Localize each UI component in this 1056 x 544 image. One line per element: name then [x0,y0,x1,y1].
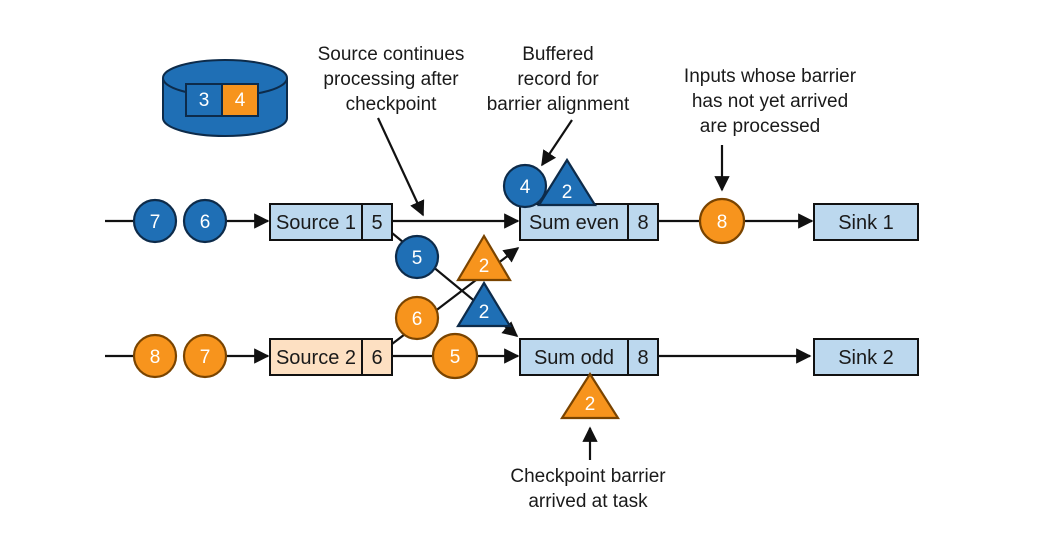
svg-text:record for: record for [517,69,599,90]
svg-text:checkpoint: checkpoint [346,94,438,115]
record-5-blue-crossing: 5 [394,234,440,280]
sum-odd-value: 8 [637,347,648,369]
source1-box: Source 1 5 [269,203,393,241]
source2-value: 6 [371,347,382,369]
svg-text:4: 4 [520,177,531,198]
annotation-arrow-source [377,117,425,217]
barrier-blue-buffered: 2 [537,157,597,207]
record-4-blue-buffered: 4 [502,163,548,209]
svg-text:2: 2 [479,256,490,277]
svg-text:Buffered: Buffered [522,44,593,65]
source2-box: Source 2 6 [269,338,393,376]
source1-value: 5 [371,212,382,234]
record-7-blue-top: 7 [132,198,178,244]
state-value-4 [221,83,259,117]
barrier-blue-crossing: 2 [456,280,512,328]
svg-text:8: 8 [150,347,161,368]
sum-even-value: 8 [637,212,648,234]
svg-text:arrived at task: arrived at task [528,491,648,512]
sum-odd-label: Sum odd [534,347,614,369]
sink2-box: Sink 2 [813,338,919,376]
sum-even-box: Sum even 8 [519,203,659,241]
annotation-source-continues: Source continues processing after checkp… [318,44,465,115]
state-store: 3 4 [162,59,288,137]
svg-text:are processed: are processed [700,116,820,137]
svg-text:2: 2 [585,394,596,415]
svg-text:7: 7 [150,212,161,233]
barrier-orange-crossing: 2 [456,233,512,282]
state-value-3 [185,83,223,117]
svg-text:processing after: processing after [323,69,459,90]
sink1-label: Sink 1 [838,212,894,234]
svg-text:8: 8 [717,212,728,233]
source1-label: Source 1 [276,212,356,234]
svg-text:2: 2 [479,302,490,323]
state-value-3-text: 3 [199,90,210,111]
sink2-label: Sink 2 [838,347,894,369]
svg-text:2: 2 [562,182,573,203]
svg-text:6: 6 [412,309,423,330]
svg-text:barrier alignment: barrier alignment [487,94,630,115]
svg-text:6: 6 [200,212,211,233]
svg-text:7: 7 [200,347,211,368]
record-6-blue-top: 6 [182,198,228,244]
sum-even-label: Sum even [529,212,619,234]
record-6-orange-crossing: 6 [394,295,440,341]
annotation-checkpoint-arrived: Checkpoint barrier arrived at task [510,466,666,512]
record-7-orange-bottom: 7 [182,333,228,379]
sum-odd-box: Sum odd 8 [519,338,659,376]
record-8-orange-bottom: 8 [132,333,178,379]
svg-text:5: 5 [450,347,461,368]
barrier-orange-sumodd: 2 [559,371,621,420]
svg-text:has not yet arrived: has not yet arrived [692,91,848,112]
svg-text:Source continues: Source continues [318,44,465,65]
svg-text:5: 5 [412,248,423,269]
svg-text:Inputs whose barrier: Inputs whose barrier [684,66,857,87]
record-8-orange-to-sink1: 8 [698,197,746,245]
sink1-box: Sink 1 [813,203,919,241]
annotation-arrow-buffered [541,119,573,167]
svg-text:Checkpoint barrier: Checkpoint barrier [510,466,666,487]
annotation-inputs-processed: Inputs whose barrier has not yet arrived… [684,66,857,137]
state-value-4-text: 4 [235,90,246,111]
source2-label: Source 2 [276,347,356,369]
annotation-buffered: Buffered record for barrier alignment [487,44,630,115]
record-5-orange-to-sumodd: 5 [431,332,479,380]
